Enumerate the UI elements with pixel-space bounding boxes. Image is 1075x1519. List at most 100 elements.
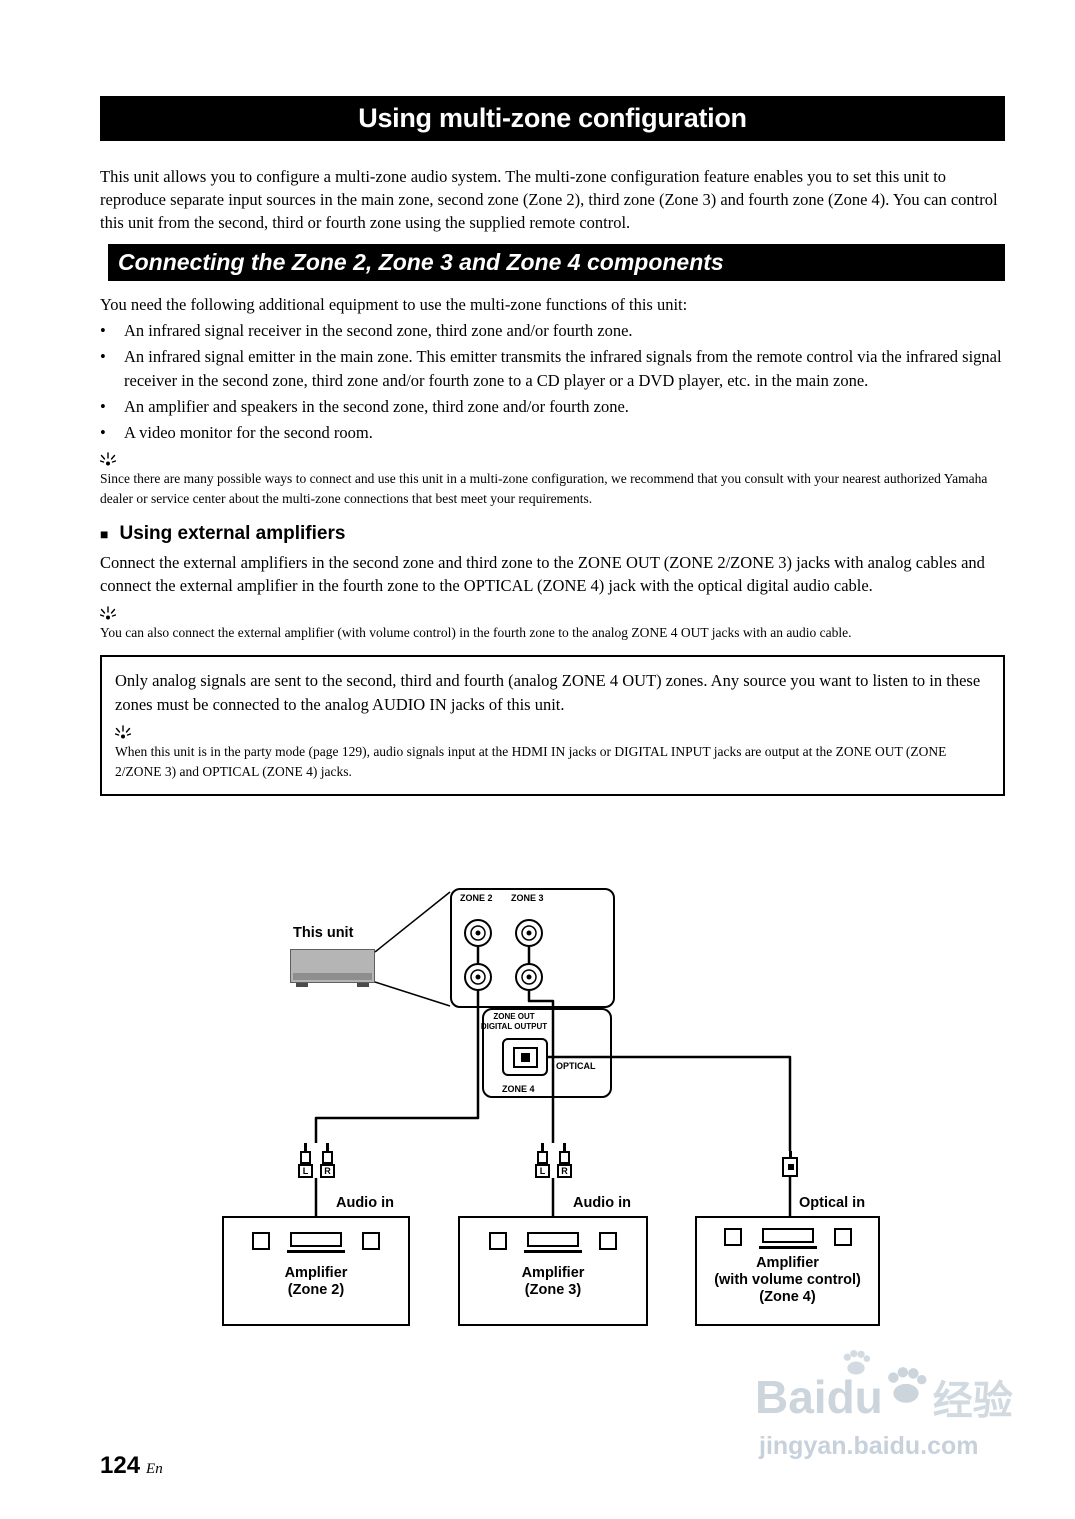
amp-knob xyxy=(489,1232,507,1250)
rca-plug-body xyxy=(537,1151,548,1164)
amp-screen xyxy=(527,1232,579,1247)
bullet-icon: • xyxy=(100,321,106,341)
rca-plug-label-l: L xyxy=(298,1164,313,1178)
amplifier-graphic xyxy=(224,1232,408,1253)
receiver-foot xyxy=(357,983,369,987)
tip-icon xyxy=(100,605,116,620)
bullet-text: An amplifier and speakers in the second … xyxy=(124,396,629,416)
bullet-item: • An infrared signal emitter in the main… xyxy=(100,345,1005,391)
watermark: Baidu 经验 jingyan.baidu.com xyxy=(755,1350,1045,1461)
section-header: Connecting the Zone 2, Zone 3 and Zone 4… xyxy=(108,244,1005,282)
amp-zone: (Zone 3) xyxy=(524,1282,582,1298)
note-box-text: Only analog signals are sent to the seco… xyxy=(115,670,981,714)
optical-jack-pin xyxy=(521,1053,530,1062)
digital-output-label: DIGITAL OUTPUT xyxy=(480,1022,548,1031)
section-title: Connecting the Zone 2, Zone 3 and Zone 4… xyxy=(118,249,724,276)
intro-paragraph: This unit allows you to configure a mult… xyxy=(100,167,998,233)
bullet-text: A video monitor for the second room. xyxy=(124,422,373,442)
optical-plug-tip xyxy=(788,1151,792,1157)
tip-text: When this unit is in the party mode (pag… xyxy=(115,743,947,779)
zoom-line-top xyxy=(374,891,451,953)
cable-zone2 xyxy=(314,990,480,1143)
amp-screen-base xyxy=(287,1250,345,1253)
amplifier-zone4-box: Amplifier (with volume control) (Zone 4) xyxy=(695,1216,880,1326)
amp-name: Amplifier xyxy=(284,1265,348,1281)
note-box: Only analog signals are sent to the seco… xyxy=(100,654,1005,797)
amp-knob xyxy=(599,1232,617,1250)
amp-screen xyxy=(290,1232,342,1247)
amp-knob xyxy=(252,1232,270,1250)
bullet-text: An infrared signal emitter in the main z… xyxy=(124,347,1002,390)
bullet-list: • An infrared signal receiver in the sec… xyxy=(100,319,1005,443)
watermark-tagline: 经验 xyxy=(932,1379,1013,1423)
rca-plug-tip xyxy=(541,1143,544,1151)
zone-out-digital-output-label: ZONE OUT DIGITAL OUTPUT xyxy=(478,1012,550,1032)
square-bullet-icon: ■ xyxy=(100,526,109,543)
amp-screen-base xyxy=(758,1246,817,1249)
paw-icon xyxy=(887,1367,927,1403)
amp-screen xyxy=(761,1228,814,1243)
amp-name: Amplifier xyxy=(756,1255,819,1271)
amp-screen-base xyxy=(524,1250,582,1253)
rca-plug-tip xyxy=(304,1143,307,1151)
tip-text: You can also connect the external amplif… xyxy=(100,624,852,640)
watermark-brand: Baidu xyxy=(755,1371,883,1423)
amp-knob xyxy=(833,1228,852,1246)
bullet-item: • An infrared signal receiver in the sec… xyxy=(100,319,1005,342)
rca-plug-pair-zone3: L R xyxy=(533,1143,577,1179)
rca-plug-body xyxy=(300,1151,311,1164)
bullet-item: • An amplifier and speakers in the secon… xyxy=(100,395,1005,418)
zone4-label: ZONE 4 xyxy=(502,1084,535,1094)
zoom-line-bottom xyxy=(374,981,451,1007)
optical-plug-pin xyxy=(788,1164,794,1170)
receiver-unit-graphic xyxy=(290,949,375,983)
rca-plug-right: R xyxy=(557,1143,572,1178)
optical-in-label: Optical in xyxy=(799,1195,866,1211)
this-unit-label: This unit xyxy=(293,925,354,941)
optical-plug-body xyxy=(782,1157,798,1177)
paw-icon-small xyxy=(843,1350,871,1375)
bullet-icon: • xyxy=(100,422,106,442)
receiver-foot xyxy=(296,983,308,987)
zone2-label: ZONE 2 xyxy=(460,893,493,903)
amp-display xyxy=(524,1232,582,1253)
amp-display xyxy=(758,1228,817,1249)
bullet-item: • A video monitor for the second room. xyxy=(100,421,1005,444)
page-title: Using multi-zone configuration xyxy=(358,103,747,133)
tip-block: When this unit is in the party mode (pag… xyxy=(115,724,990,783)
bullet-icon: • xyxy=(100,396,106,416)
rca-plug-tip xyxy=(563,1143,566,1151)
amp-display xyxy=(287,1232,345,1253)
zone3-label: ZONE 3 xyxy=(511,893,544,903)
rca-plug-left: L xyxy=(298,1143,313,1178)
amp-knob xyxy=(723,1228,742,1246)
rca-plug-label-l: L xyxy=(535,1164,550,1178)
rca-plug-label-r: R xyxy=(557,1164,572,1178)
optical-plug xyxy=(782,1151,798,1177)
amplifier-graphic xyxy=(697,1228,878,1249)
page-footer: 124 En xyxy=(100,1452,163,1480)
amplifier-caption: Amplifier (Zone 2) xyxy=(224,1265,408,1299)
page-number: 124 xyxy=(100,1452,141,1479)
amp-knob xyxy=(362,1232,380,1250)
bullet-text: An infrared signal receiver in the secon… xyxy=(124,321,633,341)
watermark-logo-row: Baidu 经验 xyxy=(755,1367,1045,1426)
section-lead: You need the following additional equipm… xyxy=(100,295,688,315)
tip-text: Since there are many possible ways to co… xyxy=(100,470,988,507)
amplifier-caption: Amplifier (with volume control) (Zone 4) xyxy=(697,1255,878,1306)
rca-plug-body xyxy=(322,1151,333,1164)
amp-zone: (Zone 4) xyxy=(759,1289,816,1305)
amplifier-caption: Amplifier (Zone 3) xyxy=(460,1265,646,1299)
text-column: Using multi-zone configuration This unit… xyxy=(100,96,1005,797)
optical-label: OPTICAL xyxy=(556,1061,596,1071)
amp-name: Amplifier xyxy=(521,1265,585,1281)
amplifier-zone2-box: Amplifier (Zone 2) xyxy=(222,1216,410,1326)
zone-out-label: ZONE OUT xyxy=(493,1012,535,1021)
subsection-body: Connect the external amplifiers in the s… xyxy=(100,553,985,596)
tip-block: Since there are many possible ways to co… xyxy=(100,452,1005,510)
tip-icon xyxy=(115,724,131,739)
page-language: En xyxy=(146,1461,163,1477)
subsection-title: Using external amplifiers xyxy=(119,523,346,545)
tip-icon xyxy=(100,452,116,466)
